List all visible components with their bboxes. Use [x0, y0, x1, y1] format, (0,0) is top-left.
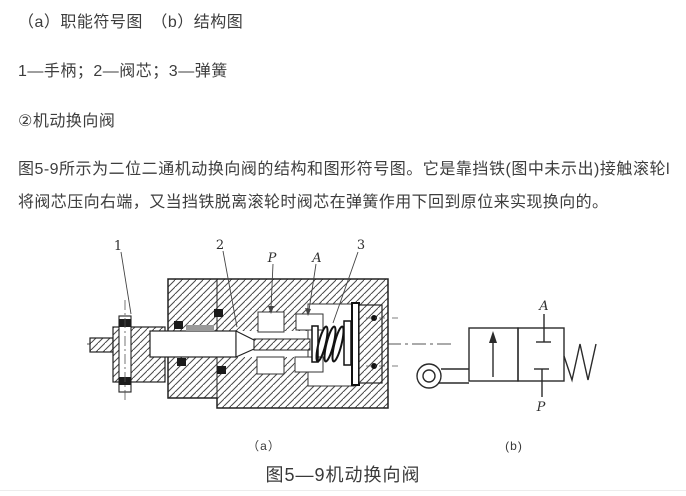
- port-a-label-b: A: [538, 299, 548, 314]
- spring-symbol: [563, 343, 597, 383]
- port-p-label-b: P: [536, 400, 546, 415]
- valve-figure: 1 2 3 P A （a） A P (b): [87, 238, 597, 453]
- parts-legend-text: 1—手柄；2—阀芯；3—弹簧: [18, 63, 228, 80]
- figure-sublabels-text: （a）职能符号图 （b）结构图: [18, 14, 244, 31]
- body-paragraph: 图5-9所示为二位二通机动换向阀的结构和图形符号图。它是靠挡铁(图中未示出)接触…: [18, 161, 670, 211]
- callout-3-label: 3: [357, 238, 365, 253]
- port-p-label-a: P: [267, 251, 277, 266]
- part-b-sublabel: (b): [505, 439, 523, 453]
- valve-section-diagram: 1 2 3 P A （a）: [87, 238, 452, 453]
- callout-2-label: 2: [216, 238, 224, 253]
- port-p-arrowhead: [268, 306, 274, 314]
- roller-icon: [416, 363, 442, 389]
- spool-sleeve: [186, 325, 214, 331]
- section-subheading: ②机动换向阀: [18, 113, 116, 130]
- callout-1-label: 1: [114, 239, 122, 254]
- end-cap: [351, 302, 398, 386]
- spool-rod: [149, 330, 237, 358]
- port-a-arrowhead: [305, 308, 311, 316]
- figure-caption: 图5—9机动换向阀: [265, 465, 421, 485]
- spool-stem: [253, 338, 311, 351]
- port-a-label-a: A: [311, 251, 321, 266]
- leader-lines: [120, 250, 359, 328]
- part-a-sublabel: （a）: [247, 439, 281, 453]
- roller-bracket-assembly: [89, 300, 311, 400]
- flow-arrowhead: [489, 331, 497, 343]
- bottom-divider: [0, 490, 686, 491]
- symbol-position-right: [517, 327, 565, 382]
- spring-assembly: [311, 320, 352, 366]
- valve-symbol-diagram: A P (b): [416, 299, 597, 453]
- seals: [174, 309, 226, 374]
